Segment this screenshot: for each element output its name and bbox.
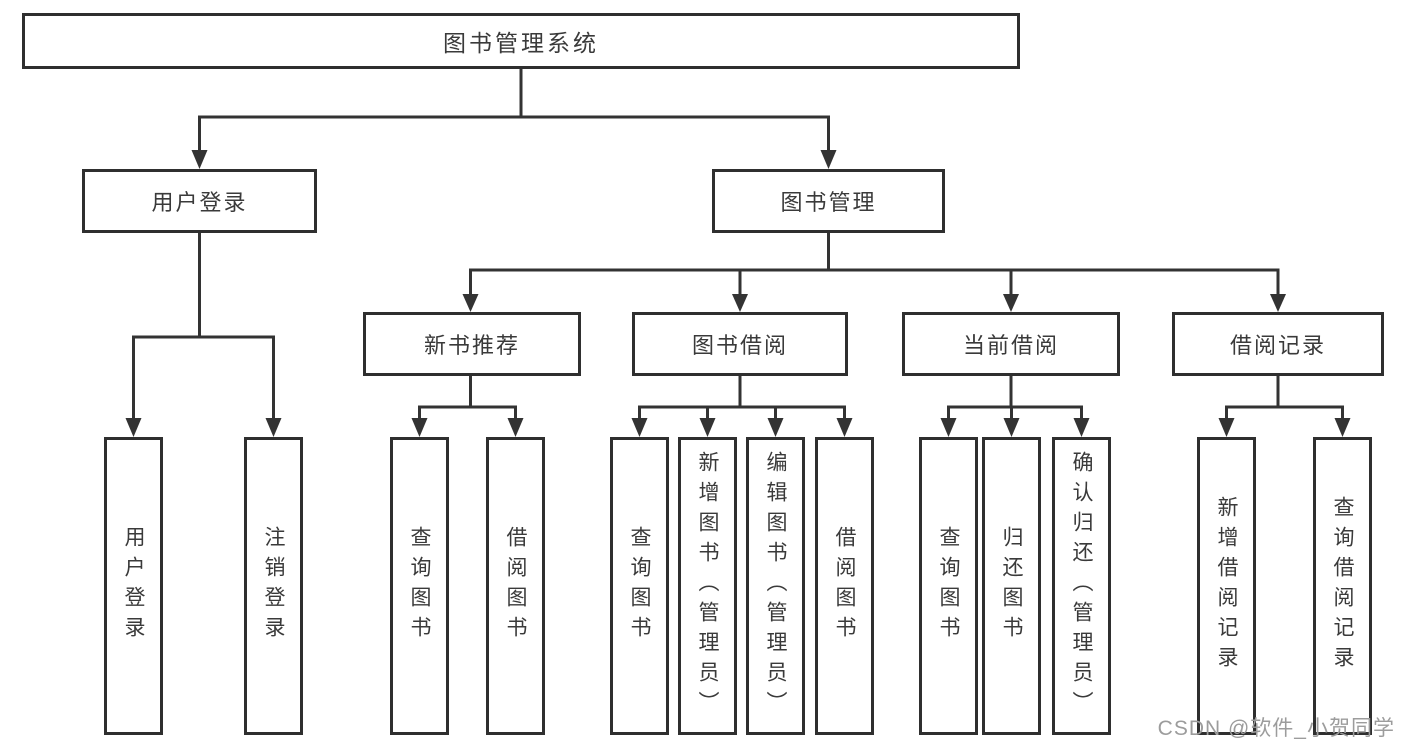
leaf-add-books-admin: 新增图书（管理员）	[678, 437, 737, 735]
node-book-borrow: 图书借阅	[632, 312, 848, 376]
leaf-label: 查询图书	[408, 526, 431, 646]
node-borrow-records: 借阅记录	[1172, 312, 1384, 376]
node-label: 图书管理	[780, 190, 877, 215]
leaf-label: 编辑图书（管理员）	[764, 451, 787, 721]
leaf-label: 借阅图书	[504, 526, 527, 646]
node-label: 用户登录	[151, 190, 248, 215]
leaf-borrow-books-recommend: 借阅图书	[486, 437, 545, 735]
watermark-text: CSDN @软件_小贺同学	[1157, 717, 1395, 740]
leaf-query-books: 查询图书	[610, 437, 669, 735]
leaf-label: 用户登录	[122, 526, 145, 646]
leaf-label: 新增借阅记录	[1215, 496, 1238, 676]
leaf-add-borrow-record: 新增借阅记录	[1197, 437, 1256, 735]
leaf-borrow-books: 借阅图书	[815, 437, 874, 735]
leaf-label: 查询图书	[937, 526, 960, 646]
leaf-label: 查询图书	[628, 526, 651, 646]
leaf-label: 归还图书	[1000, 526, 1023, 646]
node-current-borrow: 当前借阅	[902, 312, 1120, 376]
leaf-label: 新增图书（管理员）	[696, 451, 719, 721]
leaf-label: 确认归还（管理员）	[1070, 451, 1093, 721]
node-user-login: 用户登录	[82, 169, 317, 233]
leaf-label: 查询借阅记录	[1331, 496, 1354, 676]
leaf-query-books-current: 查询图书	[919, 437, 978, 735]
leaf-label: 注销登录	[262, 526, 285, 646]
node-label: 借阅记录	[1229, 333, 1326, 358]
node-label: 新书推荐	[423, 333, 520, 358]
node-new-book-recommend: 新书推荐	[363, 312, 581, 376]
leaf-label: 借阅图书	[833, 526, 856, 646]
node-root-label: 图书管理系统	[443, 30, 599, 56]
node-book-management: 图书管理	[712, 169, 945, 233]
leaf-return-books: 归还图书	[982, 437, 1041, 735]
leaf-query-borrow-record: 查询借阅记录	[1313, 437, 1372, 735]
leaf-query-books-recommend: 查询图书	[390, 437, 449, 735]
leaf-user-login: 用户登录	[104, 437, 163, 735]
leaf-confirm-return-admin: 确认归还（管理员）	[1052, 437, 1111, 735]
leaf-edit-books-admin: 编辑图书（管理员）	[746, 437, 805, 735]
leaf-logout: 注销登录	[244, 437, 303, 735]
node-label: 当前借阅	[962, 333, 1059, 358]
node-root: 图书管理系统	[22, 13, 1020, 69]
node-label: 图书借阅	[691, 333, 788, 358]
